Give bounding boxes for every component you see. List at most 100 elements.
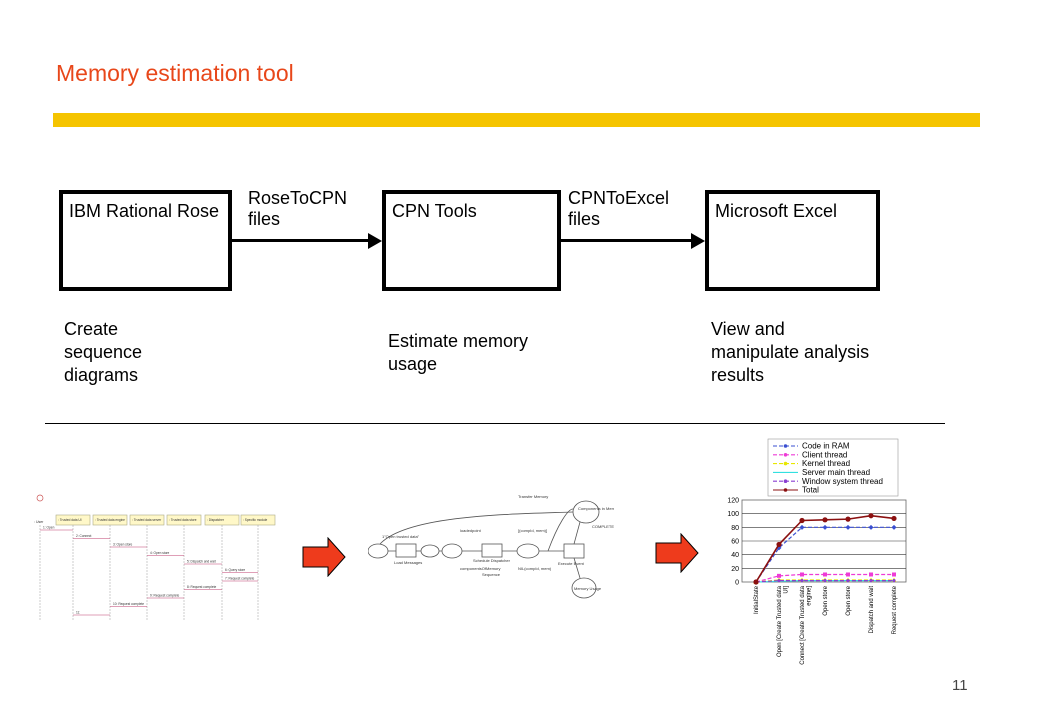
message-label: 2: Connect [76, 534, 92, 538]
legend-label: Server main thread [802, 468, 870, 477]
y-tick-label: 0 [735, 580, 739, 587]
data-point [868, 513, 874, 519]
data-point [799, 524, 805, 530]
message-label: 10: Request complete [113, 602, 144, 606]
data-point [800, 579, 804, 583]
message-label: 8: Request complete [187, 585, 216, 589]
message-label: 5: Dispatch and wait [187, 560, 216, 564]
x-tick-label: InitialState [754, 585, 760, 614]
y-tick-label: 120 [727, 498, 739, 505]
message-label: 4: Open store [150, 551, 170, 555]
y-tick-label: 80 [731, 525, 739, 532]
cpn-node-label: Execute Event [558, 561, 585, 566]
cpn-node-label: COMPLETE [592, 524, 614, 529]
legend-marker [783, 461, 788, 466]
data-point [799, 517, 805, 524]
legend-label: Code in RAM [802, 442, 850, 451]
data-point [822, 517, 828, 523]
actor-icon [36, 494, 44, 502]
title-accent-bar [53, 113, 980, 127]
lifeline-label: : Specific module [243, 518, 267, 522]
legend-label: Client thread [802, 450, 847, 459]
section-divider [45, 423, 945, 424]
data-point [777, 579, 781, 583]
data-point [777, 573, 781, 578]
data-point [846, 572, 850, 577]
legend-label: Kernel thread [802, 459, 850, 468]
caption-view-manipulate: View and manipulate analysis results [711, 319, 870, 385]
message-label: 6: Query store [225, 568, 245, 572]
svg-text:componentsOfMemory: componentsOfMemory [460, 566, 500, 571]
arrowhead-2 [691, 233, 705, 249]
svg-text:1"Open trusted data": 1"Open trusted data" [382, 534, 420, 539]
x-tick-label: Open store [846, 585, 852, 615]
data-point [822, 524, 828, 530]
lifeline-label: : Trusted data store [169, 518, 197, 522]
data-point [845, 524, 851, 530]
cpn-node-label: Load Messages [394, 560, 422, 565]
lifeline-label: : Trusted data server [132, 518, 162, 522]
sequence-diagram-thumbnail: : User : Trusted data UI : Trusted data en… [34, 494, 276, 620]
red-arrow-2 [655, 533, 699, 573]
legend-label: Total [802, 486, 819, 495]
arrowhead-1 [368, 233, 382, 249]
legend-box [767, 438, 899, 497]
lifeline-label: : Dispatcher [207, 518, 225, 522]
data-point [869, 579, 873, 583]
connector-label-rosetocpn: RoseToCPN files [248, 188, 348, 229]
message-label: 9: Request complete [150, 594, 179, 598]
data-point [776, 545, 782, 551]
arrow-line-1 [232, 239, 370, 242]
cpn-node-label: Transfer Memory [518, 494, 548, 499]
x-tick-label: Open store [823, 585, 829, 615]
data-point [869, 572, 873, 577]
data-point [846, 579, 850, 583]
legend-label: Window system thread [802, 477, 883, 486]
legend-marker [783, 479, 788, 483]
legend-marker [783, 453, 788, 457]
box-label: Microsoft Excel [715, 201, 838, 221]
red-arrow-1 [302, 537, 346, 577]
data-point [892, 579, 896, 583]
x-tick-label: Open [Create Trusted dataUI] [777, 585, 790, 657]
y-tick-label: 40 [731, 552, 739, 559]
lifeline-label: : Trusted data UI [58, 518, 82, 522]
slide-title: Memory estimation tool [56, 60, 294, 86]
connector-label-cpntoexcel: CPNToExcel files [568, 188, 670, 229]
cpn-node-label: Components in Memory [578, 506, 614, 511]
x-tick-label: Connect [Create Trusted dataengine] [800, 585, 813, 664]
data-point [891, 524, 897, 530]
arrow-line-2 [561, 239, 693, 242]
caption-estimate-memory: Estimate memory usage [388, 331, 529, 374]
data-point [753, 579, 759, 585]
x-tick-label: Dispatch and wait [869, 586, 875, 634]
legend-marker [783, 488, 788, 492]
x-tick-label: Request complete [892, 585, 898, 634]
box-ibm-rational-rose: IBM Rational Rose [59, 190, 232, 291]
y-tick-label: 100 [727, 511, 739, 518]
cpn-model-thumbnail: Components in MemoryCOMPLETE Transfer Mem… [368, 494, 614, 599]
cpn-node-label: Memory Usage [574, 586, 602, 591]
box-cpn-tools: CPN Tools [382, 190, 561, 291]
data-point [891, 515, 897, 522]
data-point [776, 541, 782, 548]
legend-marker [783, 444, 788, 448]
box-label: IBM Rational Rose [69, 201, 220, 221]
box-label: CPN Tools [392, 201, 477, 221]
message-label: 1: Open [43, 526, 55, 530]
data-point [823, 579, 827, 583]
data-point [868, 524, 874, 530]
message-label: 11: [76, 611, 80, 615]
svg-text:[(compId, mem)]: [(compId, mem)] [518, 528, 547, 533]
y-tick-label: 20 [731, 566, 739, 573]
data-point [845, 516, 851, 522]
svg-text:NIL(compId, mem): NIL(compId, mem) [518, 566, 552, 571]
box-microsoft-excel: Microsoft Excel [705, 190, 880, 291]
data-point [823, 572, 827, 577]
lifeline-label: : User [34, 520, 44, 524]
lifeline-label: : Trusted data engine [95, 518, 125, 522]
page-number: 11 [952, 677, 968, 694]
message-label: 7: Request complete [225, 577, 254, 581]
data-point [892, 572, 896, 577]
